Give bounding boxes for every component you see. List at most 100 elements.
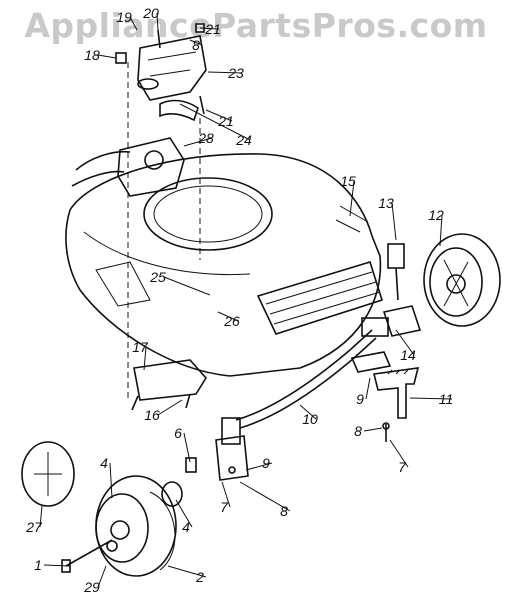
callout-c27: 27 xyxy=(25,505,43,535)
callout-leader xyxy=(205,109,233,122)
callout-c12: 12 xyxy=(428,207,444,247)
callout-c9b: 9 xyxy=(245,455,273,471)
callout-c11: 11 xyxy=(409,391,453,407)
site-watermark: AppliancePartsPros.com xyxy=(24,6,488,45)
callout-label: 9 xyxy=(262,455,270,471)
callout-label: 4 xyxy=(182,519,190,535)
callout-leader xyxy=(175,499,193,528)
callout-leader xyxy=(221,481,231,508)
bracket-9-left xyxy=(215,435,249,481)
callout-leader xyxy=(97,565,107,588)
callout-c14: 14 xyxy=(395,329,416,363)
callout-leader xyxy=(439,214,443,247)
callout-c10: 10 xyxy=(299,404,318,427)
callout-label: 21 xyxy=(204,21,221,37)
front-wheel-left xyxy=(95,475,177,577)
callout-label: 8 xyxy=(192,37,200,53)
callout-leader xyxy=(391,202,397,241)
washer-29 xyxy=(106,540,118,552)
callout-c6: 6 xyxy=(174,425,191,463)
callout-leader xyxy=(363,427,383,432)
callout-c24: 24 xyxy=(179,103,252,148)
callout-leader xyxy=(97,54,117,59)
callout-c7b: 7 xyxy=(220,481,231,515)
rear-deflector-part xyxy=(131,359,207,411)
callout-label: 28 xyxy=(197,130,214,146)
bracket-spacer-24 xyxy=(159,99,199,122)
callout-label: 18 xyxy=(84,47,100,63)
callout-leader xyxy=(183,137,213,147)
callout-c26: 26 xyxy=(217,311,240,329)
callout-label: 13 xyxy=(378,195,394,211)
callout-leader xyxy=(167,565,207,578)
callout-label: 21 xyxy=(217,113,234,129)
callout-c13: 13 xyxy=(378,195,397,241)
callout-c29: 29 xyxy=(83,565,107,595)
callout-leader xyxy=(245,462,273,471)
callout-c2: 2 xyxy=(167,565,207,585)
callout-label: 17 xyxy=(132,339,149,355)
callout-c8a: 8 xyxy=(189,37,203,53)
callout-leader xyxy=(409,397,453,400)
callout-label: 6 xyxy=(174,425,182,441)
callout-c8c: 8 xyxy=(239,481,291,519)
callout-label: 2 xyxy=(195,569,204,585)
callout-leader xyxy=(239,481,291,512)
callout-leader xyxy=(207,71,243,74)
rear-wheel-right xyxy=(423,233,501,327)
callout-label: 14 xyxy=(400,347,416,363)
mower-deck-housing xyxy=(65,153,384,377)
rear-bracket-14 xyxy=(382,305,422,337)
callout-label: 27 xyxy=(25,519,43,535)
callout-leader xyxy=(43,564,71,567)
callout-c8b: 8 xyxy=(354,423,383,439)
callout-c4b: 4 xyxy=(175,499,193,535)
callout-label: 25 xyxy=(149,269,166,285)
callout-label: 24 xyxy=(235,132,252,148)
fastener-screw-20 xyxy=(157,29,161,49)
callout-label: 4 xyxy=(100,455,108,471)
callout-c17: 17 xyxy=(132,339,149,371)
callout-c19: 19 xyxy=(116,9,138,31)
callout-leader xyxy=(157,399,183,416)
callout-label: 10 xyxy=(302,411,318,427)
callout-label: 20 xyxy=(142,5,159,21)
axle-rod-part xyxy=(221,317,389,445)
callout-leader xyxy=(365,377,371,400)
callout-c9a: 9 xyxy=(356,377,371,407)
callout-label: 1 xyxy=(34,557,42,573)
callout-c4a: 4 xyxy=(100,455,113,499)
callout-leader xyxy=(129,16,138,31)
spacer-6 xyxy=(185,457,197,473)
callout-label: 12 xyxy=(428,207,444,223)
callout-leader xyxy=(156,12,159,31)
callout-leader xyxy=(299,404,317,420)
callout-label: 29 xyxy=(83,579,100,595)
callout-leader xyxy=(39,505,43,528)
callout-c18: 18 xyxy=(84,47,117,63)
wheel-bushing-4 xyxy=(161,481,183,507)
callout-leader xyxy=(349,180,355,217)
callout-c23: 23 xyxy=(207,65,244,81)
callout-label: 8 xyxy=(354,423,362,439)
callout-leader xyxy=(389,439,409,468)
handle-bracket-part xyxy=(137,35,207,101)
callout-c15: 15 xyxy=(340,173,356,217)
hub-cap-part xyxy=(21,441,75,507)
callout-label: 7 xyxy=(220,499,229,515)
bracket-9-right xyxy=(350,351,392,373)
callout-label: 15 xyxy=(340,173,356,189)
callout-leader xyxy=(163,276,211,296)
callout-c28: 28 xyxy=(183,130,214,147)
callout-label: 26 xyxy=(223,313,240,329)
callout-c21a: 21 xyxy=(199,21,221,37)
callout-leader xyxy=(199,27,220,30)
bolt-7-8-right xyxy=(382,422,390,442)
callout-label: 8 xyxy=(280,503,288,519)
callout-label: 9 xyxy=(356,391,364,407)
bracket-11-right xyxy=(373,367,420,419)
callout-c20: 20 xyxy=(142,5,159,31)
callout-label: 7 xyxy=(398,459,407,475)
